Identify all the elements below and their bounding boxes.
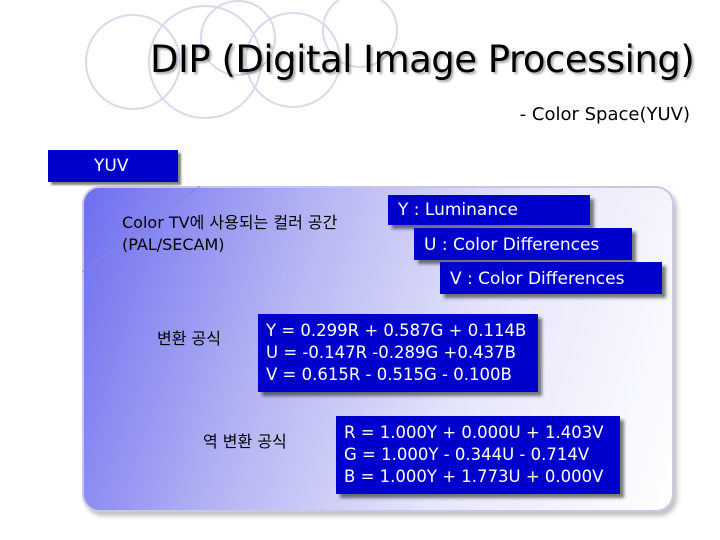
conversion-formula-y: Y = 0.299R + 0.587G + 0.114B: [266, 321, 527, 340]
u-component-box: U : Color Differences: [414, 228, 632, 260]
conversion-formula-u: U = -0.147R -0.289G +0.437B: [266, 343, 516, 362]
y-component-box: Y : Luminance: [388, 195, 590, 225]
description-line-1: Color TV에 사용되는 컬러 공간: [122, 213, 338, 232]
decorative-circle: [322, 0, 398, 68]
page-title: DIP (Digital Image Processing): [150, 38, 695, 81]
panel-diagonal-line: [82, 186, 201, 273]
v-component-label: V : Color Differences: [450, 269, 625, 289]
description-line-2: (PAL/SECAM): [122, 235, 225, 254]
inverse-formula-box: R = 1.000Y + 0.000U + 1.403V G = 1.000Y …: [336, 416, 620, 494]
page-subtitle: - Color Space(YUV): [519, 104, 690, 125]
inverse-formula-r: R = 1.000Y + 0.000U + 1.403V: [344, 423, 604, 442]
inverse-label: 역 변환 공식: [203, 432, 287, 451]
yuv-tab: YUV: [48, 150, 178, 182]
v-component-box: V : Color Differences: [440, 262, 662, 294]
conversion-label: 변환 공식: [157, 329, 221, 348]
conversion-formula-v: V = 0.615R - 0.515G - 0.100B: [266, 365, 512, 384]
inverse-formula-g: G = 1.000Y - 0.344U - 0.714V: [344, 445, 590, 464]
u-component-label: U : Color Differences: [424, 235, 600, 255]
inverse-formula-b: B = 1.000Y + 1.773U + 0.000V: [344, 467, 604, 486]
conversion-formula-box: Y = 0.299R + 0.587G + 0.114B U = -0.147R…: [258, 314, 538, 392]
y-component-label: Y : Luminance: [398, 200, 518, 220]
